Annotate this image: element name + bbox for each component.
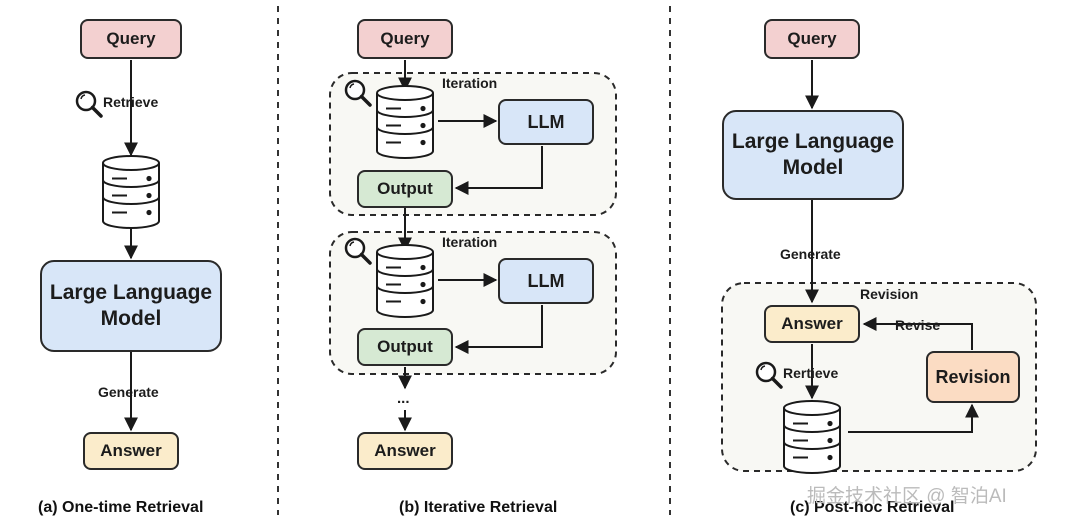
- magnifier-icon: [344, 79, 372, 107]
- answer-box-c: Answer: [764, 305, 860, 343]
- revision-box: Revision: [926, 351, 1020, 403]
- llm-label-line1: Large Language: [49, 281, 213, 304]
- revision-group-label: Revision: [860, 286, 919, 302]
- ellipsis-label: ...: [397, 390, 410, 407]
- arrow-llm-to-output-b2: [454, 305, 543, 354]
- retrieve-label: Retrieve: [103, 94, 159, 110]
- query-box-c: Query: [764, 19, 860, 59]
- caption-c: (c) Post-hoc Retrieval: [790, 499, 955, 516]
- llm-label-line2: Model: [100, 307, 162, 330]
- llm-box-b2: LLM: [498, 258, 594, 304]
- generate-label-c: Generate: [780, 246, 841, 262]
- watermark: 掘金技术社区 @ 智泊AI: [807, 486, 1007, 507]
- arrow-database-to-revision: [848, 403, 979, 433]
- output-box-b2: Output: [357, 328, 453, 366]
- database-icon: [376, 85, 434, 159]
- caption-a: (a) One-time Retrieval: [38, 499, 204, 516]
- llm-label-line1: Large Language: [731, 130, 895, 153]
- query-box-a: Query: [80, 19, 182, 59]
- revise-label: Revise: [895, 317, 941, 333]
- llm-box-b1: LLM: [498, 99, 594, 145]
- answer-box-a: Answer: [83, 432, 179, 470]
- magnifier-icon: [75, 90, 103, 118]
- database-icon: [102, 155, 160, 229]
- iteration-label-2: Iteration: [442, 234, 498, 250]
- database-icon: [376, 244, 434, 318]
- rertieve-label: Rertieve: [783, 365, 839, 381]
- magnifier-icon: [755, 361, 783, 389]
- llm-label-line2: Model: [782, 156, 844, 179]
- answer-box-b: Answer: [357, 432, 453, 470]
- arrow-llm-to-output-b1: [454, 146, 543, 195]
- query-box-b: Query: [357, 19, 453, 59]
- magnifier-icon: [344, 237, 372, 265]
- arrow-revision-to-answer: [862, 317, 973, 350]
- iteration-label-1: Iteration: [442, 75, 498, 91]
- output-box-b1: Output: [357, 170, 453, 208]
- generate-label-a: Generate: [98, 384, 159, 400]
- database-icon: [783, 400, 841, 474]
- caption-b: (b) Iterative Retrieval: [399, 499, 558, 516]
